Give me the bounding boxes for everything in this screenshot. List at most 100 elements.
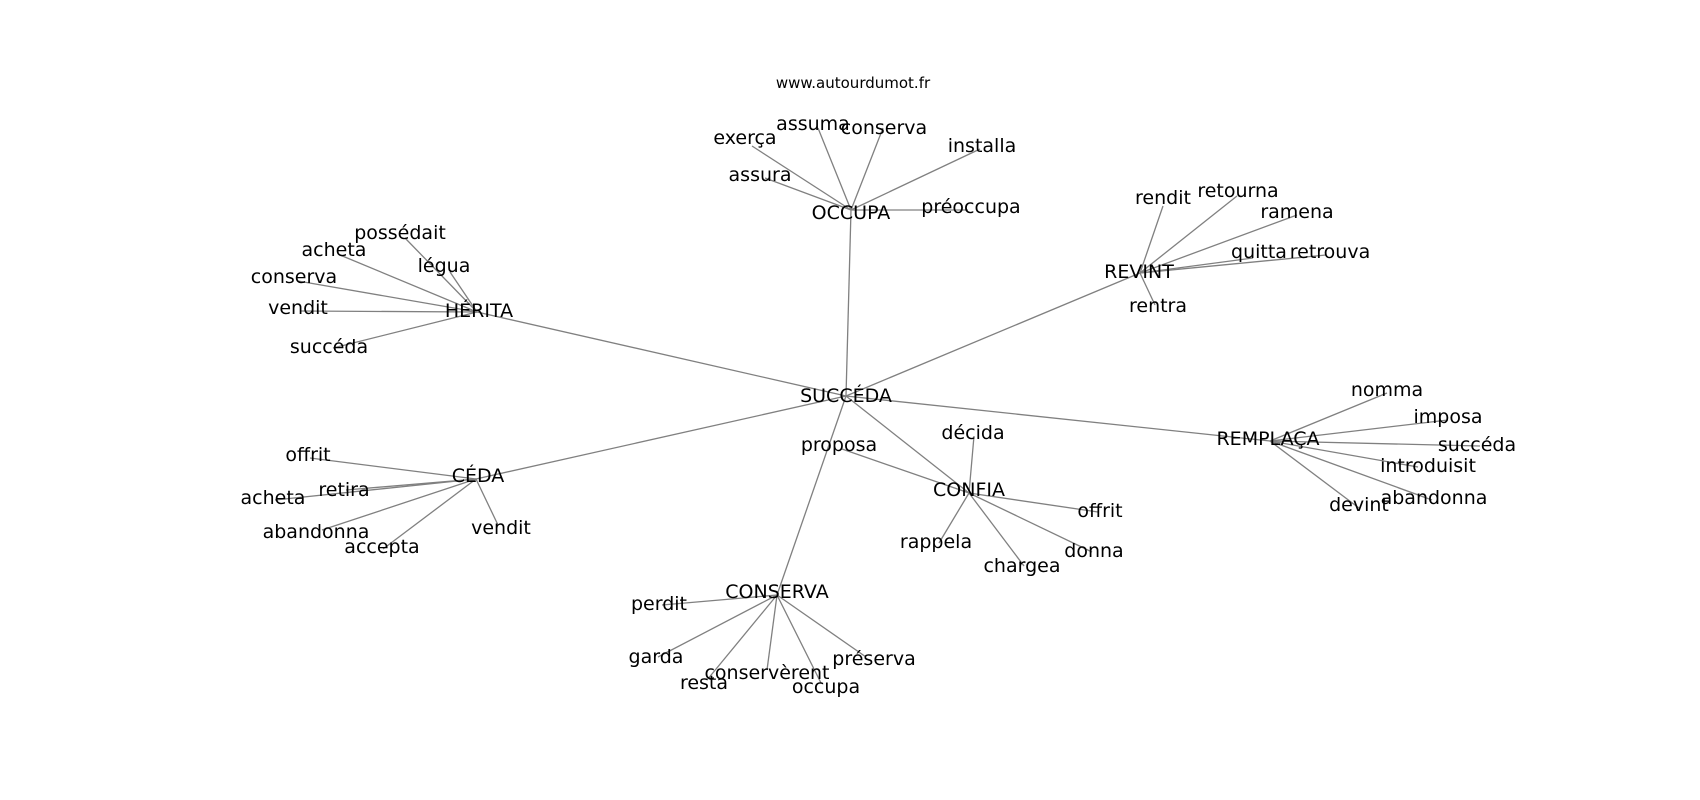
hub-node-label: HÉRITA (445, 299, 513, 322)
leaf-node-label: acheta (241, 487, 306, 509)
edge-hub-leaf (661, 594, 778, 606)
edge-center-hub (845, 209, 852, 397)
leaf-node-label: resta (680, 672, 728, 694)
leaf-node-label: acheta (302, 239, 367, 261)
edge-hub-leaf (1139, 257, 1254, 274)
edge-center-hub (475, 395, 847, 480)
leaf-node-label: devint (1329, 494, 1389, 516)
leaf-node-label: légua (418, 255, 471, 277)
edge-hub-leaf (968, 492, 1025, 567)
edge-hub-leaf (706, 594, 778, 681)
edge-hub-leaf (776, 594, 867, 658)
leaf-node-label: perdit (631, 593, 687, 615)
edge-hub-leaf (1139, 272, 1156, 306)
edge-hub-leaf (332, 311, 478, 349)
edge-hub-leaf (657, 594, 778, 658)
edge-hub-leaf (1139, 195, 1238, 274)
leaf-node-label: décida (941, 422, 1004, 444)
edge-hub-leaf (1269, 440, 1419, 468)
leaf-node-label: offrit (285, 444, 330, 466)
edge-hub-leaf (841, 448, 970, 494)
leaf-node-label: possédait (354, 222, 446, 244)
edge-hub-leaf (1269, 419, 1449, 442)
leaf-node-label: installa (948, 135, 1017, 157)
edge-hub-leaf (1269, 440, 1481, 447)
edge-hub-leaf (1269, 440, 1360, 509)
leaf-node-label: offrit (1077, 500, 1122, 522)
leaf-node-label: proposa (801, 434, 877, 456)
leaf-node-label: rendit (1135, 187, 1191, 209)
leaf-node-label: assuma (776, 113, 850, 135)
edge-center-hub (476, 311, 847, 397)
edge-hub-leaf (938, 492, 970, 544)
edge-hub-leaf (297, 280, 478, 313)
edge-hub-leaf (321, 478, 477, 531)
edge-hub-leaf (339, 254, 478, 313)
edge-hub-leaf (1269, 440, 1433, 501)
leaf-node-label: conserva (251, 266, 337, 288)
leaf-node-label: assura (729, 164, 792, 186)
leaf-node-label: préoccupa (921, 196, 1020, 218)
leaf-node-label: préserva (832, 648, 915, 670)
leaf-node-label: accepta (344, 536, 419, 558)
edge-center-hub (776, 395, 847, 596)
leaf-node-label: ramena (1260, 201, 1333, 223)
leaf-node-label: chargea (983, 555, 1060, 577)
leaf-node-label: retourna (1197, 180, 1278, 202)
edge-hub-leaf (968, 435, 975, 494)
leaf-node-label: succéda (290, 336, 368, 358)
hub-node-label: REVINT (1104, 261, 1174, 283)
edge-hub-leaf (968, 492, 1093, 553)
leaf-node-label: introduisit (1380, 455, 1476, 477)
edge-hub-leaf (1139, 254, 1327, 274)
edge-hub-leaf (309, 457, 477, 480)
leaf-node-label: abandonna (1381, 487, 1488, 509)
edge-hub-leaf (1139, 214, 1298, 274)
edge-hub-leaf (1139, 205, 1164, 274)
edge-hub-leaf (274, 478, 477, 501)
edge-center-hub (845, 395, 1271, 442)
leaf-node-label: conserva (841, 117, 927, 139)
hub-node-label: REMPLAÇA (1216, 428, 1319, 450)
leaf-node-label: donna (1064, 540, 1123, 562)
leaf-node-label: abandonna (263, 521, 370, 543)
leaf-node-label: quitta (1231, 241, 1287, 263)
edge-hub-leaf (751, 145, 852, 211)
edges-layer (274, 127, 1481, 684)
edge-center-hub (845, 272, 1141, 397)
edge-hub-leaf (817, 127, 852, 211)
leaf-node-label: retrouva (1290, 241, 1370, 263)
leaf-node-label: vendit (471, 517, 531, 539)
labels-layer: www.autourdumot.fr SUCCÉDAOCCUPAexerçaas… (241, 74, 1517, 698)
leaf-node-label: vendit (268, 297, 328, 319)
leaf-node-label: occupa (792, 676, 860, 698)
hub-node-label: CONSERVA (725, 581, 828, 603)
edge-hub-leaf (382, 478, 477, 550)
leaf-node-label: imposa (1413, 406, 1482, 428)
edge-hub-leaf (404, 237, 478, 313)
leaf-node-label: nomma (1351, 379, 1423, 401)
leaf-node-label: exerça (713, 127, 776, 149)
edge-hub-leaf (850, 148, 981, 211)
edge-center-hub (845, 395, 970, 494)
leaf-node-label: rentra (1129, 295, 1187, 317)
hub-node-label: OCCUPA (812, 202, 891, 224)
leaf-node-label: conservèrent (704, 662, 829, 684)
edge-hub-leaf (449, 271, 478, 313)
center-node-label: SUCCÉDA (800, 384, 892, 407)
edge-hub-leaf (764, 177, 852, 211)
leaf-node-label: rappela (900, 531, 972, 553)
edge-hub-leaf (776, 594, 822, 684)
hub-node-label: CÉDA (452, 464, 505, 487)
site-url-label: www.autourdumot.fr (776, 74, 931, 92)
edge-hub-leaf (766, 594, 778, 671)
leaf-node-label: retira (318, 479, 369, 501)
edge-hub-leaf (475, 478, 499, 526)
hub-node-label: CONFIA (933, 479, 1005, 501)
edge-hub-leaf (1269, 392, 1388, 442)
edge-hub-leaf (968, 492, 1099, 513)
edge-hub-leaf (850, 127, 884, 211)
leaf-node-label: succéda (1438, 434, 1516, 456)
leaf-node-label: garda (629, 646, 684, 668)
